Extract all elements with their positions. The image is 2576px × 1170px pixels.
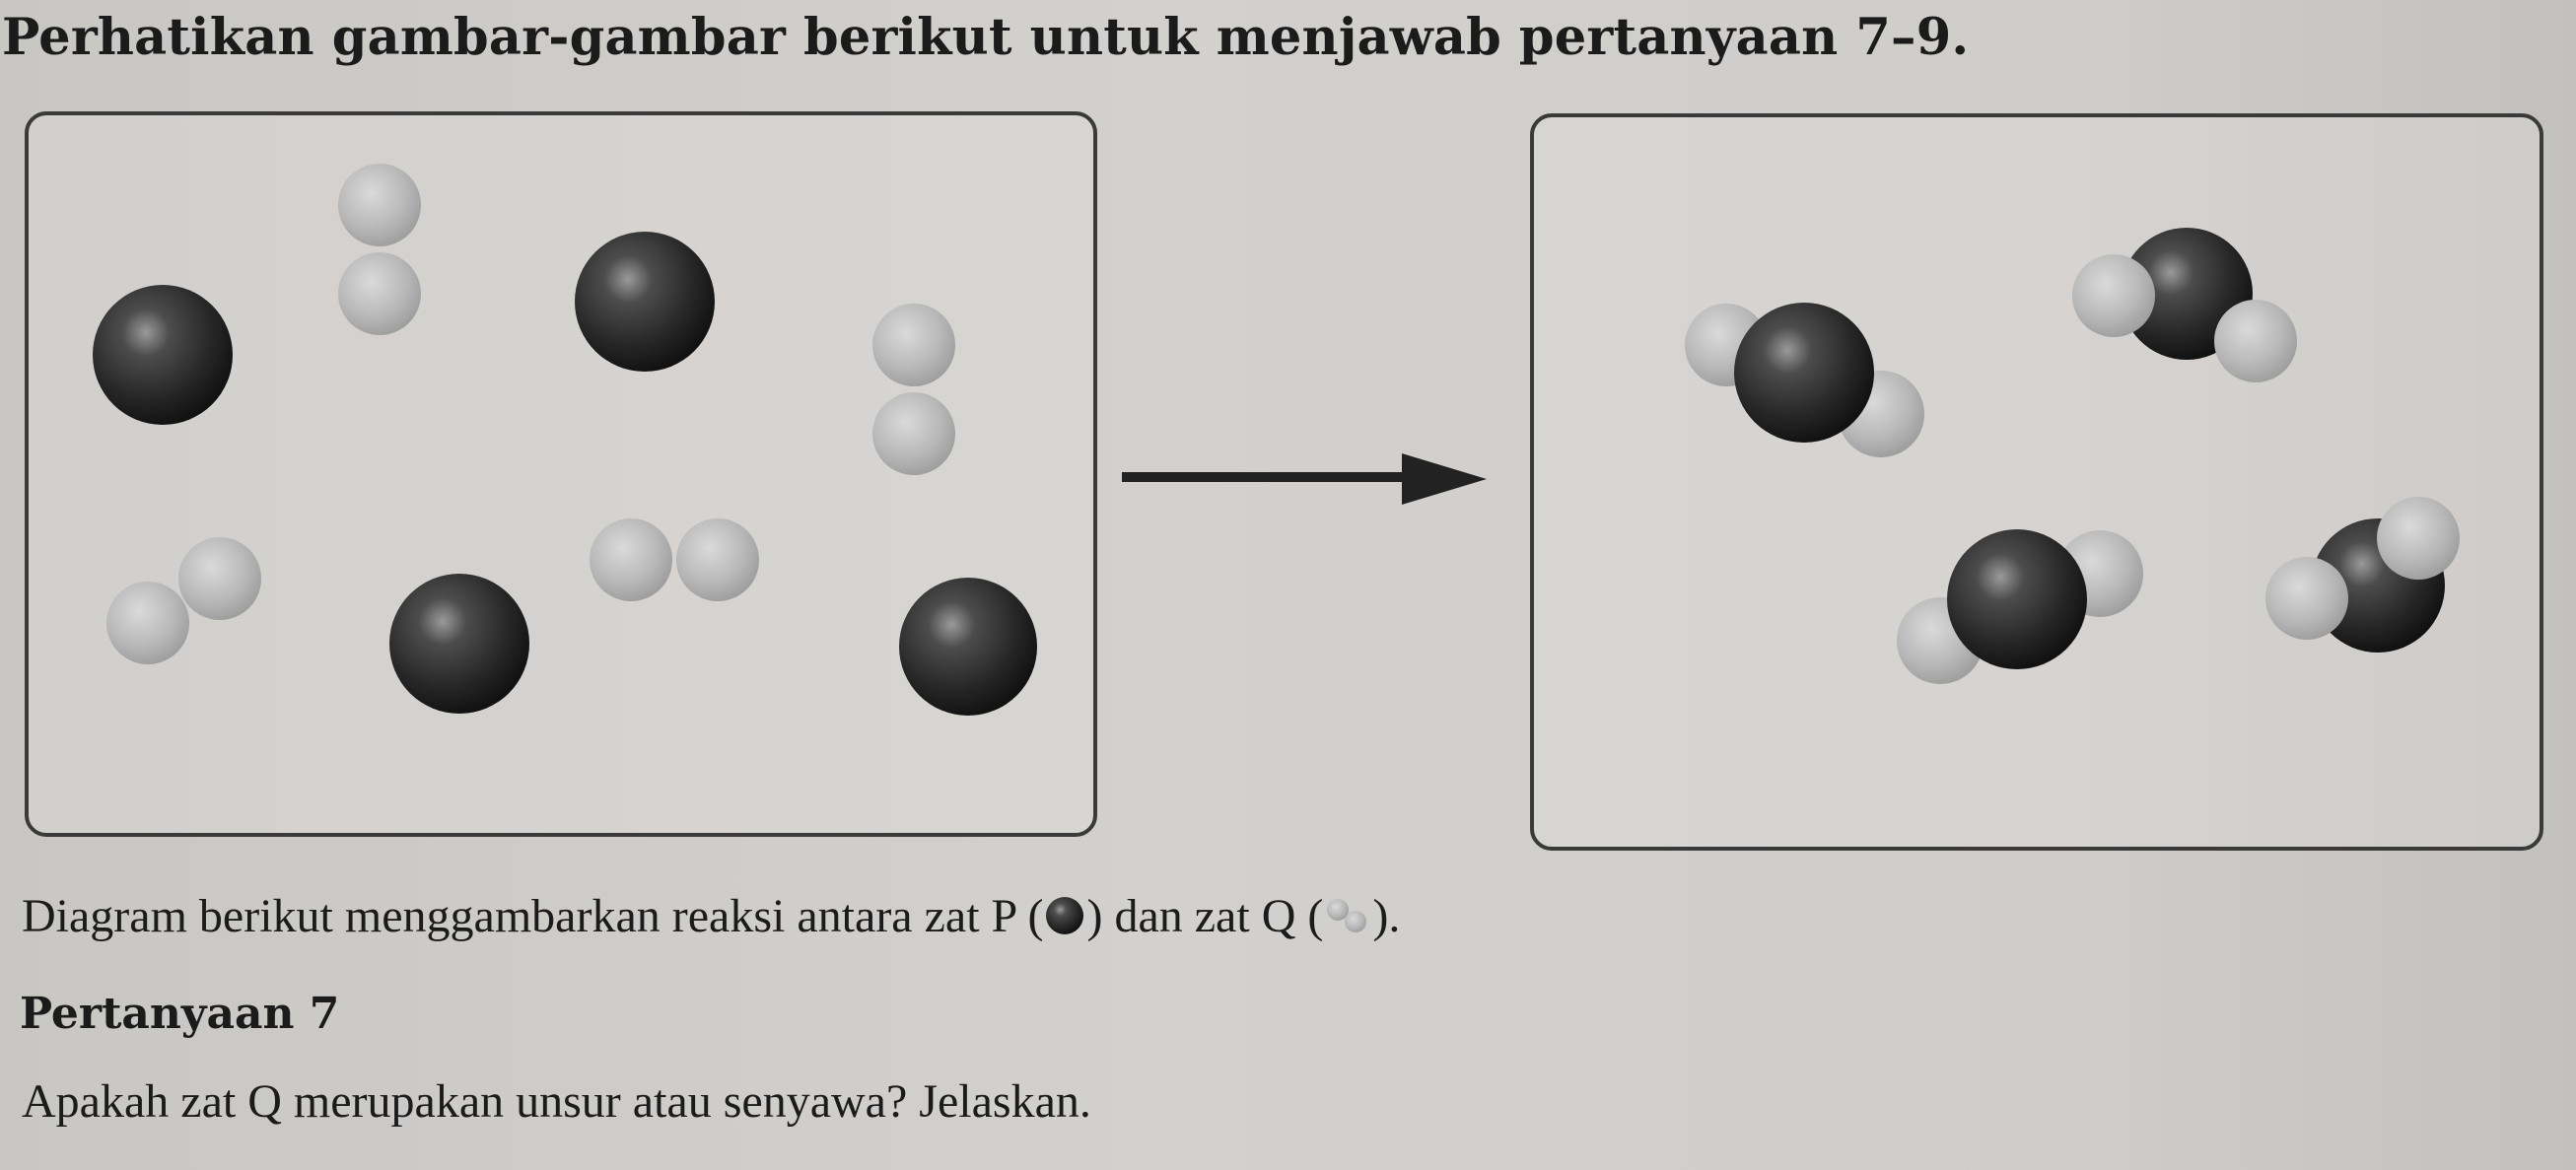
light-molecule-icon bbox=[1327, 899, 1367, 932]
product-molecules bbox=[1685, 228, 2460, 684]
description-part-3: ). bbox=[1372, 890, 1401, 942]
description: Diagram berikut menggambarkan reaksi ant… bbox=[22, 889, 1400, 943]
description-part-2: ) dan zat Q ( bbox=[1086, 890, 1324, 942]
p-atom bbox=[575, 232, 715, 372]
q-molecule bbox=[338, 164, 421, 335]
product-molecule bbox=[2072, 228, 2297, 382]
product-molecule bbox=[2265, 497, 2460, 653]
p-atom bbox=[93, 285, 233, 425]
product-molecule bbox=[1685, 303, 1924, 457]
product-molecule bbox=[1897, 529, 2143, 684]
p-atom bbox=[389, 574, 529, 714]
description-part-1: Diagram berikut menggambarkan reaksi ant… bbox=[22, 890, 1044, 942]
question-text: Apakah zat Q merupakan unsur atau senyaw… bbox=[22, 1075, 1091, 1128]
reactant-p-atoms bbox=[93, 232, 1037, 716]
q-molecule bbox=[872, 304, 955, 475]
dark-atom-icon bbox=[1046, 897, 1084, 934]
p-atom bbox=[899, 578, 1037, 716]
reaction-arrow-icon bbox=[1122, 453, 1487, 505]
question-title: Pertanyaan 7 bbox=[20, 989, 340, 1039]
products-panel bbox=[1530, 113, 2543, 851]
q-molecule bbox=[590, 518, 759, 601]
q-molecule bbox=[106, 537, 261, 664]
reactant-q-molecules bbox=[106, 164, 955, 664]
heading: Perhatikan gambar-gambar berikut untuk m… bbox=[2, 8, 1970, 67]
